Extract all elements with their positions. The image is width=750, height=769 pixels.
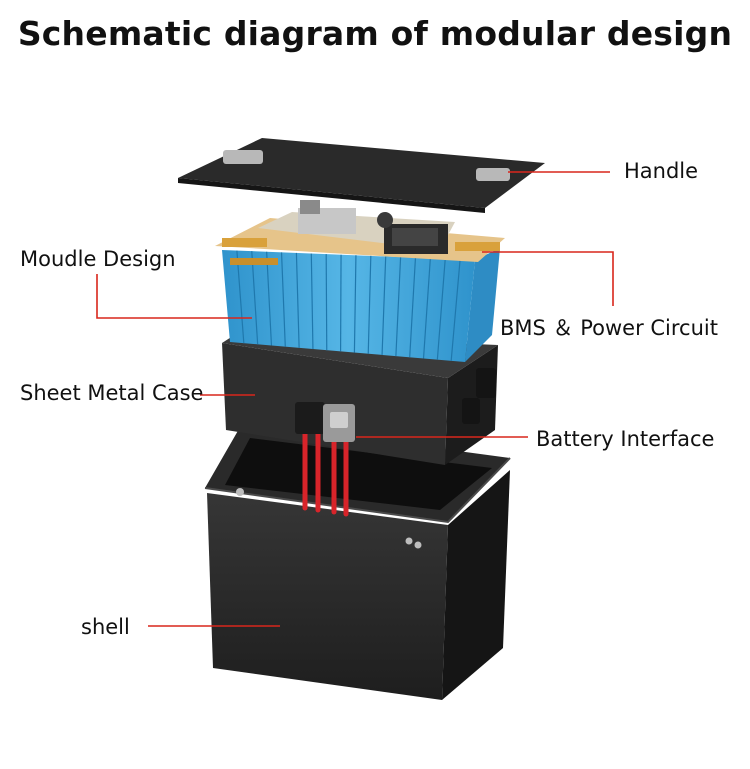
label-battery-interface: Battery Interface: [536, 427, 715, 451]
battery-cell-icon: [236, 250, 245, 344]
bolt-icon: [405, 537, 413, 545]
label-bms-power-circuit: BMS ＆ Power Circuit: [500, 316, 718, 340]
leader-line-module: [96, 274, 252, 319]
battery-cell-icon: [353, 255, 357, 353]
bolt-icon: [236, 488, 244, 496]
label-module-design: Moudle Design: [20, 247, 176, 271]
handle-icon: [223, 150, 263, 164]
page-title: Schematic diagram of modular design: [17, 14, 733, 53]
battery-interface-connector: [295, 402, 355, 442]
battery-cell-icon: [395, 257, 402, 357]
battery-cell-icon: [422, 258, 431, 359]
bolt-icon: [414, 541, 422, 549]
handle-icon: [476, 168, 510, 181]
cell-dividers: [236, 250, 461, 361]
leader-line-bms: [482, 251, 614, 306]
battery-cell-icon: [325, 254, 328, 351]
battery-cell-icon: [450, 259, 461, 361]
battery-cell-icon: [295, 252, 300, 348]
label-handle: Handle: [624, 159, 699, 183]
battery-cell-icon: [251, 251, 259, 345]
label-sheet-metal-case: Sheet Metal Case: [20, 381, 204, 405]
lid-panel: [178, 138, 545, 213]
red-cables: [302, 429, 349, 517]
battery-cell-icon: [436, 258, 446, 360]
handle-icon: [476, 368, 496, 398]
battery-cell-icon: [310, 253, 314, 350]
bms-board: [215, 200, 505, 265]
battery-cell-icon: [381, 256, 387, 355]
leader-lines: [96, 171, 614, 627]
battery-cell-icon: [266, 251, 273, 346]
connector-icon: [295, 402, 325, 434]
battery-cell-icon: [367, 255, 372, 354]
label-shell: shell: [81, 615, 130, 639]
battery-cell-icon: [280, 252, 286, 347]
battery-cell-icon: [409, 257, 417, 358]
shell-box: [204, 422, 511, 700]
